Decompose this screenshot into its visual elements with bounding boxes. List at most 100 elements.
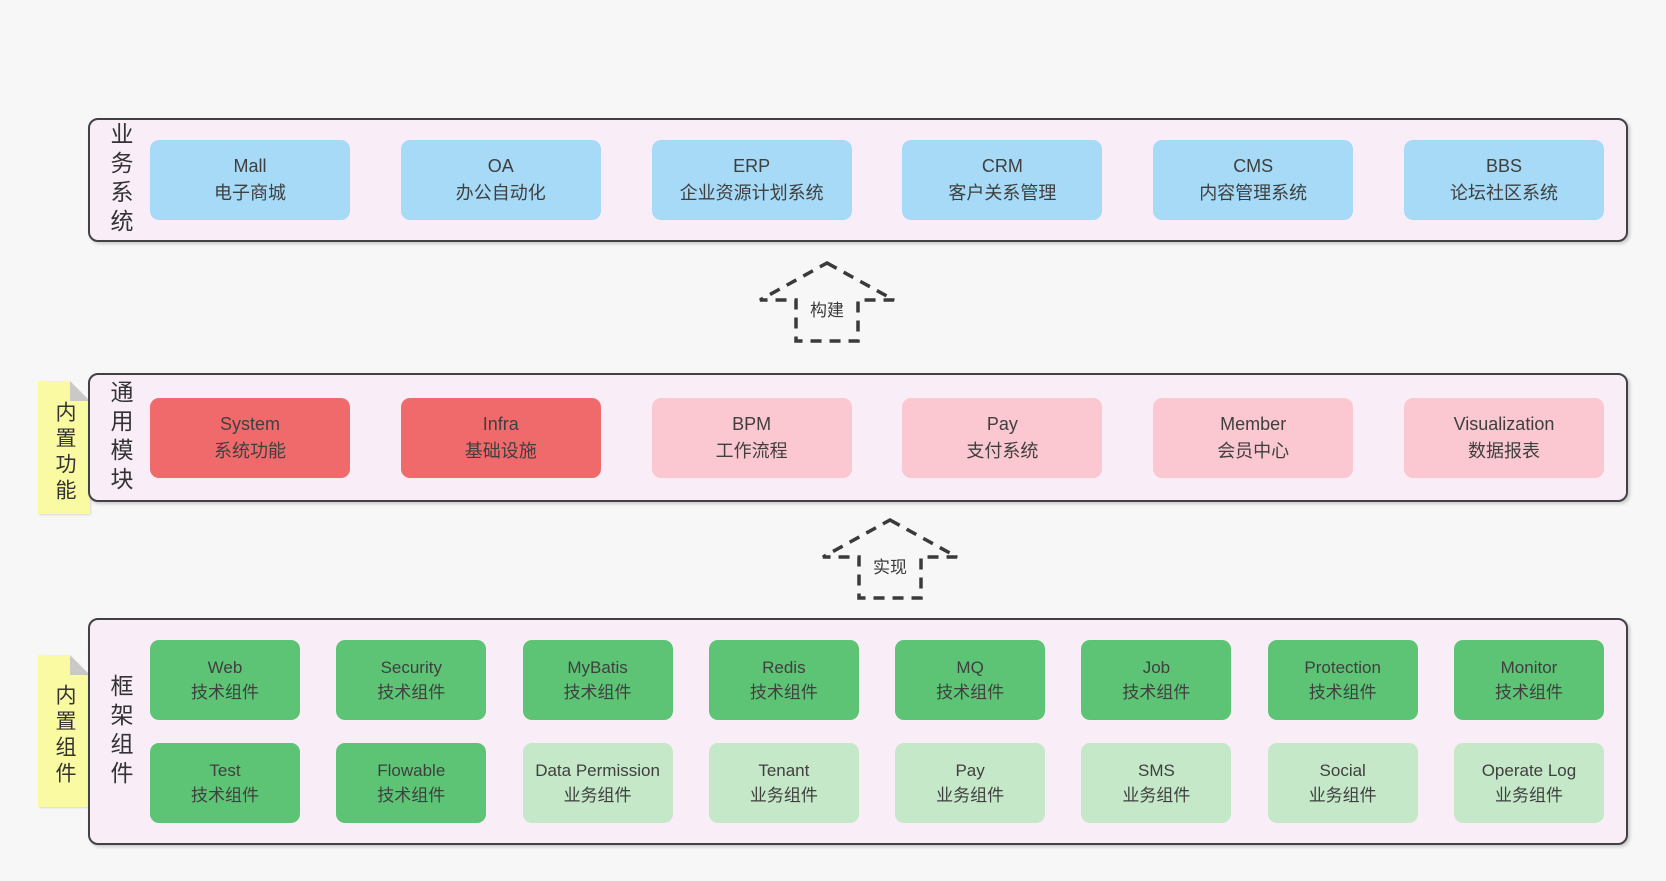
module-name-en: Mall: [233, 156, 267, 176]
module-name-en: MyBatis: [567, 658, 628, 677]
module-name-en: Member: [1220, 413, 1287, 434]
module-box-protection: Protection 技术组件: [1267, 640, 1418, 720]
module-name-en: Visualization: [1453, 413, 1555, 434]
module-name-en: MQ: [956, 658, 984, 677]
module-box-oa: OA 办公自动化: [400, 140, 601, 220]
module-box-system: System 系统功能: [150, 397, 350, 478]
module-box-cms: CMS 内容管理系统: [1153, 140, 1354, 220]
sticky-note-label: 内置功能: [53, 400, 76, 505]
arrow-up-icon: [822, 518, 958, 600]
module-name-en: OA: [487, 156, 514, 176]
arrow-label: 实现: [868, 553, 912, 578]
module-name-zh: 技术组件: [1308, 683, 1377, 702]
module-name-zh: 企业资源计划系统: [679, 183, 824, 203]
module-name-zh: 业务组件: [1494, 786, 1563, 805]
panel-title-text: 框架组件: [107, 673, 133, 790]
module-name-en: Job: [1142, 658, 1171, 677]
module-name-zh: 业务组件: [936, 786, 1005, 805]
module-box-erp: ERP 企业资源计划系统: [651, 140, 852, 220]
panel-title-text: 通用模块: [107, 379, 133, 496]
module-name-en: CMS: [1233, 156, 1274, 176]
module-box-test: Test 技术组件: [150, 743, 300, 823]
module-name-en: SMS: [1137, 761, 1175, 780]
module-name-zh: 会员中心: [1217, 440, 1290, 461]
module-box-operate-log: Operate Log 业务组件: [1453, 743, 1604, 823]
module-name-en: Infra: [482, 413, 519, 434]
module-box-bpm: BPM 工作流程: [651, 397, 852, 478]
module-box-mall: Mall 电子商城: [150, 140, 350, 220]
module-box-social: Social 业务组件: [1267, 743, 1418, 823]
module-name-en: BPM: [732, 413, 772, 434]
module-name-zh: 技术组件: [936, 683, 1005, 702]
module-name-en: Test: [209, 761, 241, 780]
module-box-flowable: Flowable 技术组件: [336, 743, 487, 823]
module-name-zh: 系统功能: [214, 440, 286, 461]
module-name-zh: 技术组件: [191, 683, 259, 702]
module-name-zh: 数据报表: [1467, 440, 1540, 461]
note-fold-icon: [70, 655, 90, 675]
module-name-zh: 技术组件: [191, 786, 259, 805]
panel-title: 框架组件: [90, 620, 150, 843]
module-name-zh: 技术组件: [377, 786, 446, 805]
module-name-en: CRM: [981, 156, 1023, 176]
module-name-en: Social: [1319, 761, 1366, 780]
module-name-zh: 业务组件: [749, 786, 818, 805]
module-name-zh: 电子商城: [214, 183, 286, 203]
module-name-en: Data Permission: [535, 761, 660, 780]
module-box-monitor: Monitor 技术组件: [1453, 640, 1604, 720]
module-name-zh: 技术组件: [1494, 683, 1563, 702]
module-name-zh: 客户关系管理: [948, 183, 1057, 203]
arrow-up-icon: [759, 261, 895, 343]
build-arrow: 构建: [757, 260, 897, 344]
panel-title: 通用模块: [90, 375, 150, 500]
module-box-sms: SMS 业务组件: [1081, 743, 1232, 823]
module-name-en: Redis: [762, 658, 806, 677]
arrow-label: 构建: [805, 296, 849, 321]
module-name-zh: 业务组件: [1122, 786, 1191, 805]
module-row: Mall 电子商城 OA 办公自动化 ERP 企业资源计划系统 CRM 客户关系管理 CMS 内容…: [150, 140, 1604, 220]
module-name-zh: 内容管理系统: [1199, 183, 1308, 203]
module-name-en: BBS: [1485, 156, 1522, 176]
module-name-zh: 论坛社区系统: [1449, 183, 1558, 203]
panel-title-text: 业务系统: [107, 122, 133, 238]
module-name-zh: 工作流程: [715, 440, 788, 461]
module-name-en: Flowable: [377, 761, 446, 780]
module-name-en: Operate Log: [1481, 761, 1577, 780]
module-name-en: Monitor: [1500, 658, 1558, 677]
module-box-mq: MQ 技术组件: [895, 640, 1046, 720]
module-box-visualization: Visualization 数据报表: [1403, 397, 1604, 478]
module-name-zh: 支付系统: [966, 440, 1039, 461]
panel-rows: Mall 电子商城 OA 办公自动化 ERP 企业资源计划系统 CRM 客户关系管理 CMS 内容…: [150, 120, 1626, 240]
module-name-en: Security: [380, 658, 442, 677]
panel-business-systems: 业务系统 Mall 电子商城 OA 办公自动化 ERP 企业资源计划系统 CRM 客户关系管理…: [88, 118, 1628, 242]
module-name-en: ERP: [733, 156, 771, 176]
module-box-crm: CRM 客户关系管理: [902, 140, 1103, 220]
module-name-en: System: [219, 413, 280, 434]
module-name-zh: 业务组件: [1308, 786, 1377, 805]
module-name-en: Protection: [1304, 658, 1381, 677]
module-box-data-permission: Data Permission 业务组件: [522, 743, 673, 823]
module-name-zh: 技术组件: [749, 683, 818, 702]
module-name-zh: 技术组件: [563, 683, 632, 702]
module-name-zh: 办公自动化: [455, 183, 546, 203]
module-box-redis: Redis 技术组件: [708, 640, 859, 720]
panel-title: 业务系统: [90, 120, 150, 240]
module-name-zh: 技术组件: [377, 683, 446, 702]
module-name-zh: 业务组件: [563, 786, 632, 805]
module-box-bbs: BBS 论坛社区系统: [1403, 140, 1604, 220]
module-name-zh: 基础设施: [464, 440, 537, 461]
note-fold-icon: [70, 381, 90, 401]
module-box-security: Security 技术组件: [336, 640, 487, 720]
module-box-infra: Infra 基础设施: [400, 397, 601, 478]
module-box-member: Member 会员中心: [1153, 397, 1354, 478]
